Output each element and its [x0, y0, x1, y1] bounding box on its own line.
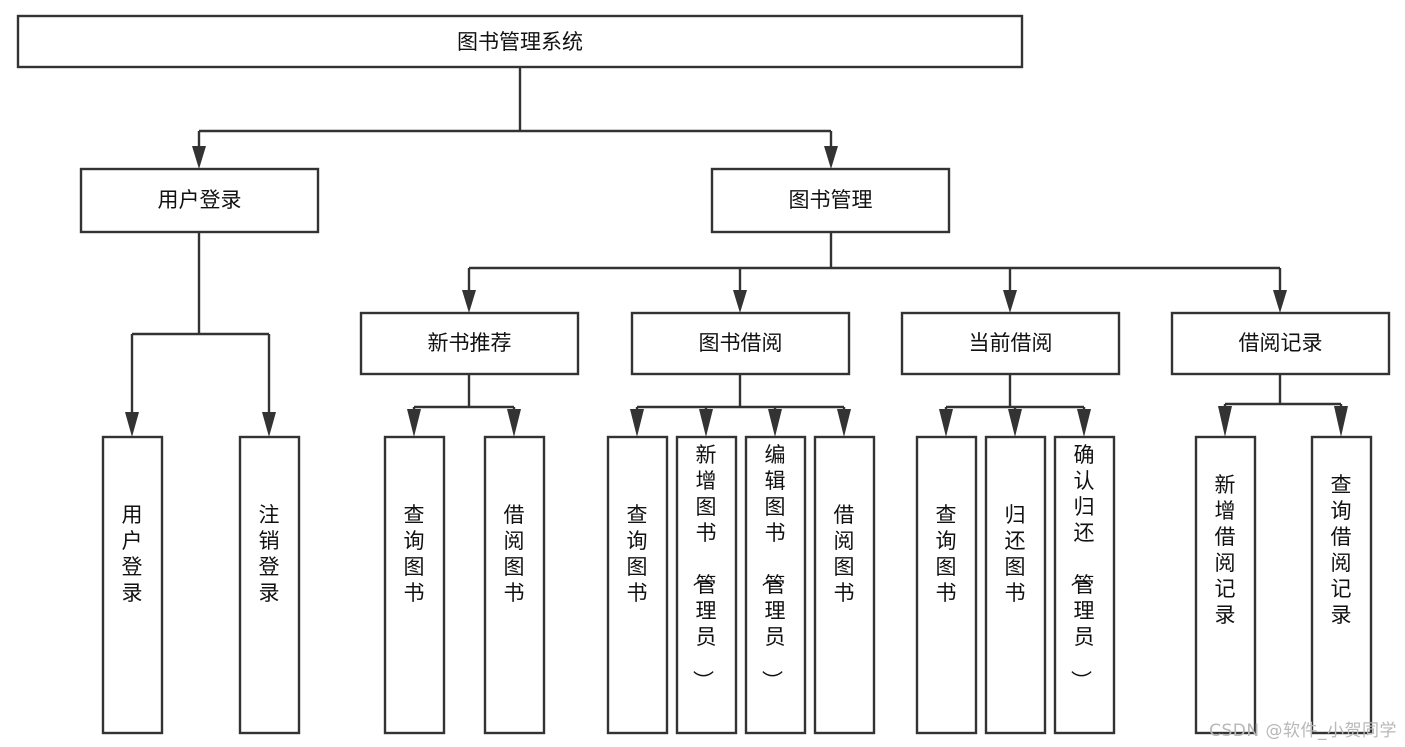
- node-layer: 图书管理系统 用户登录 图书管理 新书推荐 图书借阅 当前: [16, 14, 1391, 735]
- node-root-label: 图书管理系统: [457, 30, 583, 54]
- node-current-borrow-label: 当前借阅: [969, 331, 1053, 355]
- node-current-borrow[interactable]: 当前借阅: [900, 311, 1121, 376]
- arrow-head-bb-edit-book: [768, 409, 782, 437]
- node-book-manage[interactable]: 图书管理: [710, 167, 951, 234]
- arrow-head-bb-add-book: [699, 409, 713, 437]
- node-leaf-cb-confirm-return[interactable]: 确认归还（管理员）: [1053, 435, 1116, 735]
- node-book-manage-label: 图书管理: [789, 188, 873, 212]
- node-leaf-user-login-label: 用户登录: [122, 503, 143, 605]
- node-new-book-rec-label: 新书推荐: [428, 331, 512, 355]
- arrow-head-book-borrow: [733, 290, 747, 313]
- connector-layer: [125, 67, 1348, 437]
- node-leaf-rec-query-book[interactable]: 查询图书: [383, 435, 446, 735]
- node-leaf-br-query-record-label: 查询借阅记录: [1331, 473, 1352, 627]
- node-leaf-rec-borrow-book[interactable]: 借阅图书: [483, 435, 546, 735]
- node-leaf-rec-borrow-book-label: 借阅图书: [504, 503, 525, 605]
- arrow-head-cb-confirm-return: [1077, 409, 1091, 437]
- arrow-head-leaf-user-login: [125, 412, 139, 437]
- node-leaf-cb-query-book[interactable]: 查询图书: [915, 435, 978, 735]
- node-borrow-record[interactable]: 借阅记录: [1170, 311, 1391, 376]
- arrow-head-cb-query-book: [939, 409, 953, 437]
- arrow-head-borrow-record: [1273, 290, 1287, 313]
- node-leaf-cb-return-book-label: 归还图书: [1005, 503, 1026, 605]
- node-leaf-bb-edit-book[interactable]: 编辑图书（管理员）: [744, 435, 807, 735]
- arrow-head-rec-query-book: [407, 409, 421, 437]
- csdn-watermark: CSDN @软件_小贺同学: [1209, 721, 1397, 741]
- node-leaf-user-login[interactable]: 用户登录: [101, 435, 164, 735]
- node-leaf-bb-add-book-label: 新增图书（管理员）: [691, 443, 717, 691]
- node-book-borrow-label: 图书借阅: [699, 331, 783, 355]
- node-leaf-cb-confirm-return-label: 确认归还（管理员）: [1069, 443, 1095, 691]
- arrow-head-new-book-rec: [462, 290, 476, 313]
- arrow-head-leaf-user-logout: [262, 412, 276, 437]
- node-leaf-bb-borrow-book-label: 借阅图书: [834, 503, 855, 605]
- node-leaf-bb-borrow-book[interactable]: 借阅图书: [813, 435, 876, 735]
- node-leaf-user-logout-label: 注销登录: [259, 503, 280, 605]
- arrow-head-cb-return-book: [1008, 409, 1022, 437]
- arrow-head-bb-borrow-book: [837, 409, 851, 437]
- node-leaf-bb-edit-book-label: 编辑图书（管理员）: [760, 443, 786, 691]
- node-leaf-bb-query-book-label: 查询图书: [627, 503, 648, 605]
- node-new-book-rec[interactable]: 新书推荐: [359, 311, 580, 376]
- node-leaf-br-add-record-label: 新增借阅记录: [1215, 473, 1236, 627]
- arrow-head-book-manage: [824, 146, 838, 169]
- node-leaf-bb-query-book[interactable]: 查询图书: [606, 435, 669, 735]
- node-leaf-user-logout[interactable]: 注销登录: [238, 435, 301, 735]
- arrow-head-br-query-record: [1334, 406, 1348, 437]
- arrow-head-br-add-record: [1218, 406, 1232, 437]
- node-leaf-cb-query-book-label: 查询图书: [936, 503, 957, 605]
- arrow-head-rec-borrow-book: [507, 409, 521, 437]
- node-leaf-bb-add-book[interactable]: 新增图书（管理员）: [675, 435, 738, 735]
- node-leaf-cb-return-book[interactable]: 归还图书: [984, 435, 1047, 735]
- node-root[interactable]: 图书管理系统: [16, 14, 1024, 69]
- node-leaf-rec-query-book-label: 查询图书: [404, 503, 425, 605]
- node-leaf-br-query-record[interactable]: 查询借阅记录: [1310, 435, 1373, 735]
- node-borrow-record-label: 借阅记录: [1239, 331, 1323, 355]
- node-user-login-label: 用户登录: [158, 188, 242, 212]
- arrow-head-user-login: [192, 146, 206, 169]
- node-book-borrow[interactable]: 图书借阅: [630, 311, 851, 376]
- arrow-head-current-borrow: [1003, 290, 1017, 313]
- node-user-login[interactable]: 用户登录: [79, 167, 320, 234]
- node-leaf-br-add-record[interactable]: 新增借阅记录: [1194, 435, 1257, 735]
- arrow-head-bb-query-book: [630, 409, 644, 437]
